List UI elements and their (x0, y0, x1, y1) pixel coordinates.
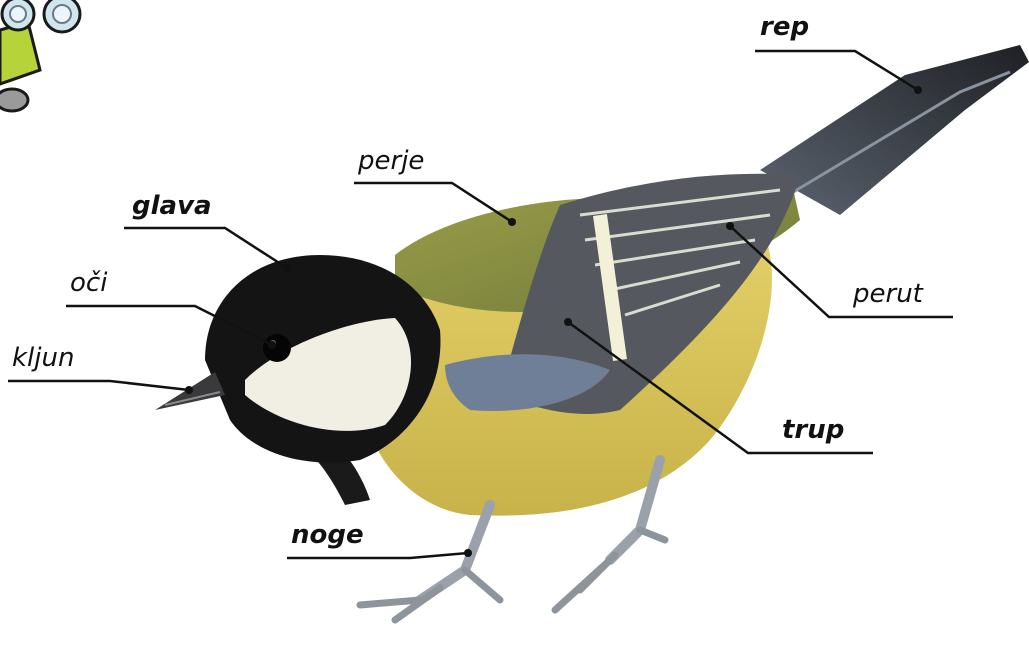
dot-perje (508, 218, 516, 226)
label-kljun: kljun (12, 345, 74, 371)
dot-oci (268, 341, 276, 349)
dot-rep (914, 86, 922, 94)
great-tit-bird-icon (155, 45, 1029, 620)
binoculars-mascot-icon (0, 0, 80, 111)
label-oci: oči (70, 270, 107, 296)
label-glava: glava (132, 193, 212, 219)
dot-glava (283, 264, 291, 272)
dot-trup (564, 318, 572, 326)
leader-line-glava (124, 228, 287, 268)
leader-line-noge (287, 553, 468, 558)
dot-kljun (185, 386, 193, 394)
leader-line-kljun (8, 381, 189, 390)
label-perje: perje (358, 148, 424, 174)
label-noge: noge (291, 522, 364, 548)
dot-perut (726, 222, 734, 230)
label-trup: trup (782, 417, 844, 443)
label-rep: rep (760, 14, 809, 40)
dot-noge (464, 549, 472, 557)
label-perut: perut (853, 281, 923, 307)
